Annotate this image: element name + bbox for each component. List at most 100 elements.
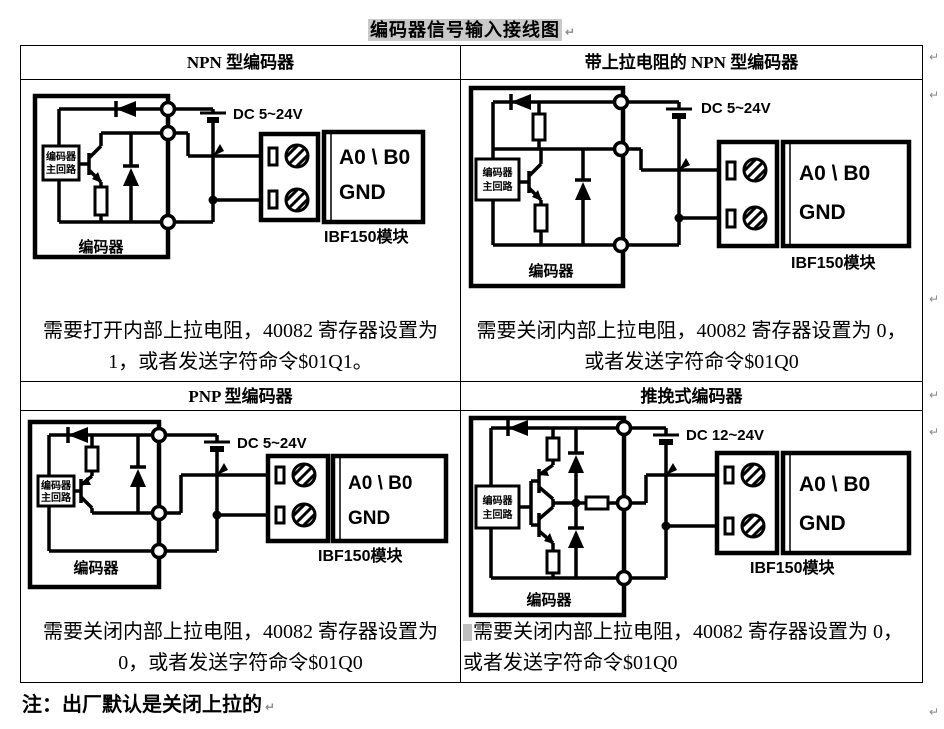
junction-node (615, 494, 633, 512)
core-label-line1: 编码器 (41, 479, 72, 492)
circuit-diagram-pushpull: 编码器 主回路 DC 12~24V 编码器 (468, 415, 912, 618)
junction-node (150, 426, 168, 444)
header-pnp-encoder: PNP 型编码器 (21, 382, 461, 411)
header-npn-encoder: NPN 型编码器 (21, 46, 461, 80)
core-label-line1: 编码器 (483, 166, 514, 179)
signal-label: A0 \ B0 (799, 473, 870, 496)
core-label-line2: 主回路 (483, 508, 514, 521)
paragraph-mark: ↵ (265, 700, 276, 714)
resistor-icon (84, 445, 100, 473)
cell-pushpull-encoder: 编码器 主回路 DC 12~24V 编码器 (461, 411, 922, 682)
cell-description: 需要关闭内部上拉电阻，40082 寄存器设置为 0，或者发送字符命令$01Q0 (43, 621, 438, 674)
wiring-table: NPN 型编码器 带上拉电阻的 NPN 型编码器 (20, 45, 923, 683)
zener-diode-icon (568, 451, 584, 473)
paragraph-mark: ↵ (929, 292, 940, 306)
cell-description-text: 需要关闭内部上拉电阻，40082 寄存器设置为 0， 或者发送字符命令$01Q0 (463, 621, 903, 674)
wires (47, 433, 268, 553)
junction-node (615, 569, 633, 587)
zener-diode-icon (123, 164, 139, 186)
screw-icon (740, 513, 766, 539)
wires (489, 426, 717, 580)
resistor-icon (93, 185, 109, 217)
cell-description: 需要关闭内部上拉电阻，40082 寄存器设置为 0， 或者发送字符命令$01Q0 (476, 320, 907, 373)
circuit-diagram-pnp: 编码器 主回路 DC 5~24V 编码器 (27, 419, 449, 590)
encoder-core-box: 编码器 主回路 (36, 474, 76, 508)
module-box: A0 \ B0 GND (321, 129, 426, 225)
wires (491, 100, 719, 247)
resistor-icon (533, 203, 549, 233)
diode-icon (66, 427, 88, 443)
zener-diode-icon (575, 178, 591, 200)
transistor-icon (519, 162, 543, 205)
footer-note-text: 注：出厂默认是关闭上拉的 (22, 694, 262, 716)
power-label: DC 12~24V (686, 427, 764, 444)
transistor-icon (537, 505, 555, 545)
junction-arrow-icon (213, 144, 224, 156)
paragraph-mark: ↵ (929, 388, 940, 402)
encoder-box (468, 85, 626, 289)
encoder-label: 编码器 (73, 559, 119, 577)
junction-node (612, 140, 630, 158)
core-label-line1: 编码器 (483, 494, 514, 507)
terminal-block (714, 450, 780, 556)
zener-diode-icon (568, 526, 584, 548)
junction-node (150, 542, 168, 560)
highlight-mark (463, 624, 472, 641)
power-label: DC 5~24V (237, 435, 307, 452)
screw-icon (740, 462, 766, 488)
encoder-core-box: 编码器 主回路 (474, 157, 521, 202)
header-npn-pullup-encoder: 带上拉电阻的 NPN 型编码器 (461, 46, 922, 80)
signal-label: A0 \ B0 (799, 162, 870, 185)
encoder-box (468, 415, 627, 618)
cell-description: 需要关闭内部上拉电阻，40082 寄存器设置为 0， 或者发送字符命令$01Q0 (461, 617, 922, 679)
screw-icon (742, 205, 768, 231)
module-box: A0 \ B0 GND (780, 139, 912, 249)
junction-node (615, 419, 633, 437)
module-box: A0 \ B0 GND (330, 453, 449, 544)
module-label: IBF150模块 (318, 546, 403, 565)
core-label-line2: 主回路 (46, 163, 77, 176)
encoder-label: 编码器 (78, 238, 124, 256)
screw-icon (291, 462, 317, 488)
cell-npn-pullup-encoder: 编码器 主回路 DC 5~24V 编码器 (461, 80, 922, 382)
junction-dot (674, 213, 684, 223)
pullup-resistor-icon (531, 112, 547, 142)
junction-dot (208, 195, 218, 205)
paragraph-mark: ↵ (929, 88, 940, 102)
junction-dot (661, 521, 671, 531)
encoder-box (32, 93, 171, 260)
core-label-line2: 主回路 (41, 491, 72, 504)
gnd-label: GND (348, 508, 390, 529)
paragraph-mark: ↵ (929, 705, 940, 719)
gnd-label: GND (799, 512, 846, 535)
junction-node (612, 236, 630, 254)
circuit-diagram-npn-pullup: 编码器 主回路 DC 5~24V 编码器 (468, 85, 912, 289)
gnd-label: GND (339, 181, 386, 204)
header-pushpull-encoder: 推挽式编码器 (461, 382, 922, 411)
signal-label: A0 \ B0 (339, 146, 410, 169)
junction-dot (212, 510, 222, 520)
junction-arrow-icon (666, 463, 677, 475)
encoder-core-box: 编码器 主回路 (474, 484, 521, 530)
screw-icon (291, 502, 317, 528)
resistor-icon (584, 495, 610, 511)
battery-icon (666, 107, 692, 119)
gnd-label: GND (799, 201, 846, 224)
cell-description: 需要打开内部上拉电阻，40082 寄存器设置为 1，或者发送字符命令$01Q1。 (43, 320, 438, 373)
footer-note: 注：出厂默认是关闭上拉的↵ (22, 688, 275, 717)
paragraph-mark: ↵ (929, 50, 940, 64)
resistor-icon (545, 436, 561, 462)
junction-arrow-icon (217, 463, 228, 475)
transistor-icon (79, 144, 103, 187)
core-label-line1: 编码器 (46, 150, 77, 163)
module-label: IBF150模块 (750, 558, 835, 577)
power-label: DC 5~24V (233, 106, 303, 123)
page-title-highlight: 编码器信号输入接线图 (367, 19, 562, 41)
screw-icon (284, 187, 310, 213)
transistor-icon (537, 463, 555, 501)
core-label-line2: 主回路 (483, 180, 514, 193)
diode-icon (509, 94, 531, 110)
junction-arrow-icon (679, 158, 690, 170)
battery-icon (204, 440, 230, 452)
circuit-diagram-npn: 编码器 主回路 DC 5~24V 编码器 (32, 93, 426, 260)
